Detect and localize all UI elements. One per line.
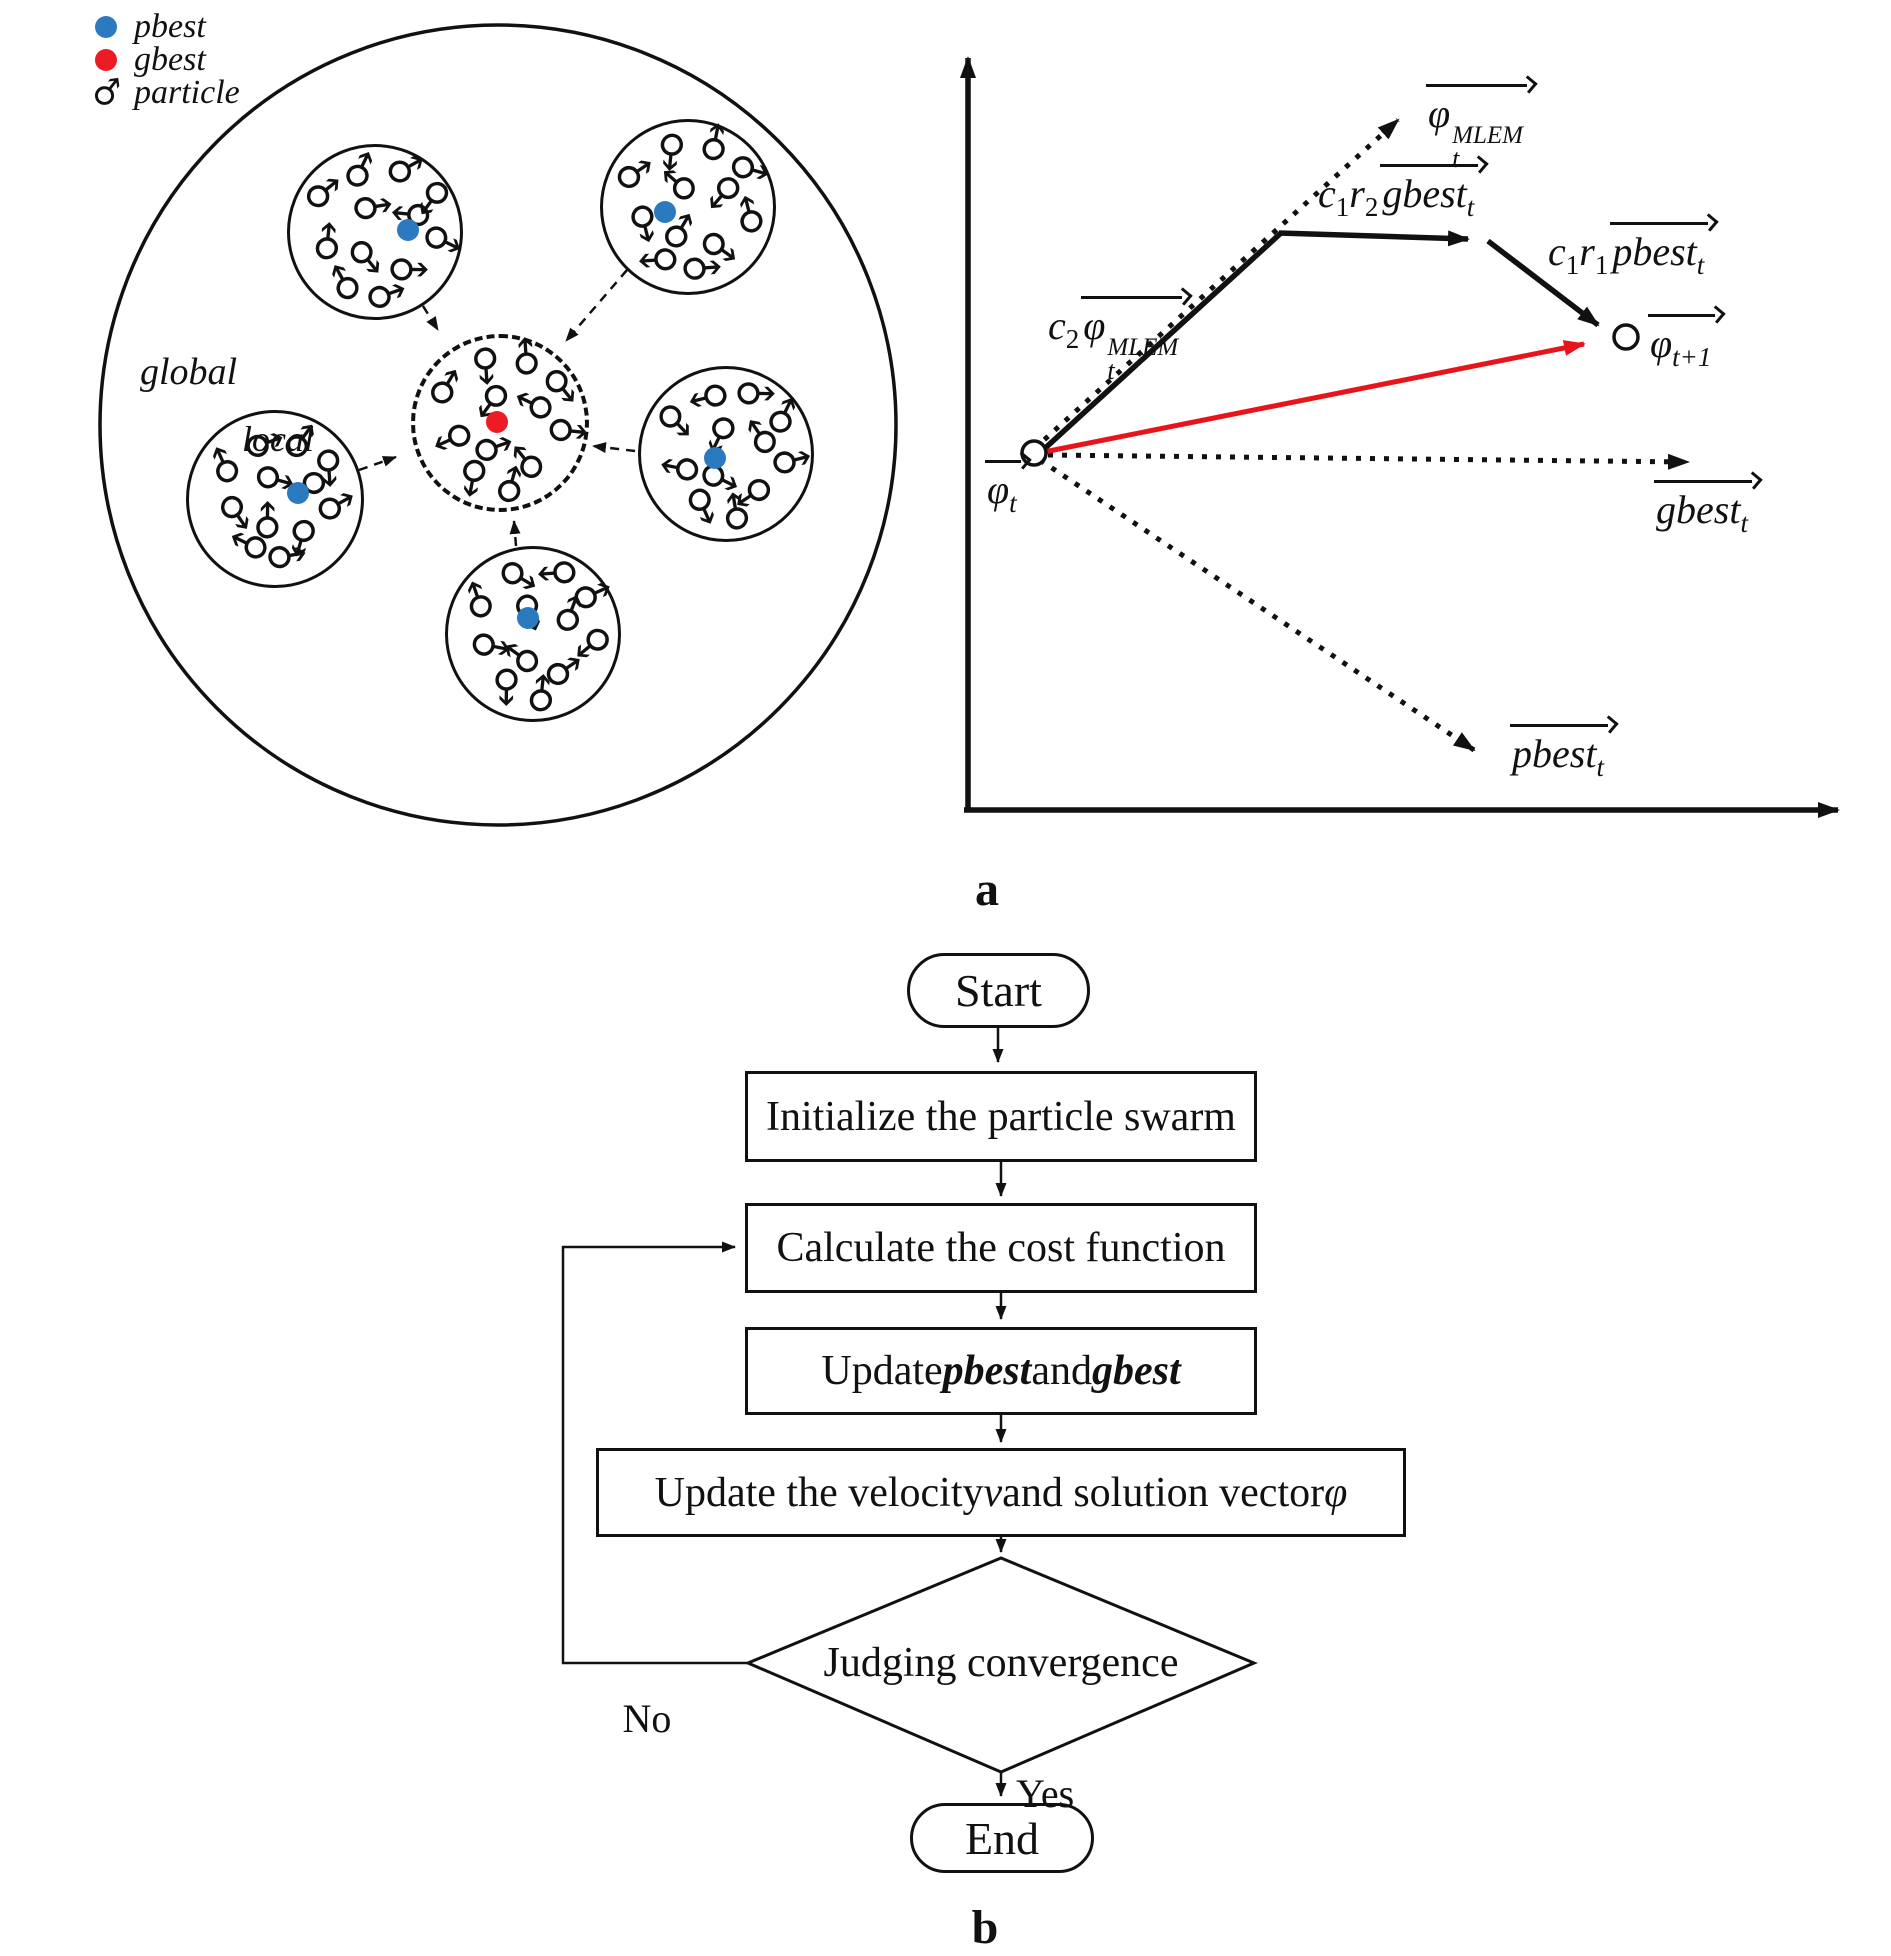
flow-start-terminator: Start — [907, 953, 1090, 1028]
label-phi-t1: φt+1 — [1646, 310, 1727, 373]
flow-judging-convergence-label: Judging convergence — [823, 1640, 1179, 1686]
edge-label-no: No — [622, 1696, 672, 1741]
legend: pbest gbest ♂ particle — [89, 7, 240, 115]
global-label: global — [140, 351, 238, 393]
particle-icon: ♂ — [89, 70, 126, 115]
flow-update-best-box: Update pbest and gbest — [745, 1327, 1257, 1415]
feedback-no-loop — [561, 1241, 748, 1665]
pbest-dot-icon — [95, 15, 117, 38]
vector-c1r2-gbest — [1278, 230, 1470, 247]
connector-right — [592, 442, 636, 453]
flow-cost-function-box: Calculate the cost function — [745, 1203, 1257, 1293]
vector-gbest-dotted — [1047, 452, 1690, 470]
vector-c1r1-pbest — [1486, 238, 1600, 328]
gbest-dot — [486, 411, 508, 433]
flow-initialize-box: Initialize the particle swarm — [745, 1071, 1257, 1162]
pbest-dot — [704, 447, 726, 469]
swarm-circle-local-bottom — [445, 546, 621, 722]
label-pbest-t: pbestt — [1508, 720, 1620, 783]
caption-b: b — [971, 1901, 999, 1954]
pbest-dot — [397, 219, 419, 241]
legend-label-particle: particle — [134, 73, 240, 111]
flow-end-terminator: End — [910, 1803, 1094, 1873]
global-boundary-circle — [98, 23, 898, 827]
legend-row-pbest: pbest — [92, 7, 240, 45]
legend-row-particle: ♂ particle — [89, 70, 240, 115]
particle-icon: ♂ — [649, 402, 696, 438]
connector-left — [358, 455, 397, 472]
pbest-dot — [517, 607, 539, 629]
particle-icon: ♂ — [611, 149, 655, 201]
connector-top-left — [421, 305, 440, 331]
swarm-circle-local-top-right — [600, 119, 776, 295]
particle-icon: ♂ — [302, 169, 342, 219]
label-gbest-t: gbestt — [1652, 476, 1764, 539]
decision-diamond — [744, 1556, 1258, 1774]
vector-phi-mlem-dotted — [1032, 118, 1400, 451]
connector-top-right — [565, 269, 628, 342]
point-phi-t1 — [1612, 323, 1640, 351]
legend-label-gbest: gbest — [134, 40, 206, 78]
gbest-dot-icon — [95, 48, 117, 71]
particle-icon: ♂ — [656, 165, 706, 205]
swarm-circle-global-best-group — [411, 334, 589, 512]
edge-label-yes: Yes — [1016, 1771, 1075, 1816]
flow-update-velocity-box: Update the velocity v and solution vecto… — [596, 1448, 1406, 1537]
vector-pbest-dotted — [1038, 457, 1476, 753]
swarm-circle-local-right — [638, 366, 814, 542]
swarm-circle-local-left — [186, 410, 364, 588]
legend-label-pbest: pbest — [134, 7, 206, 45]
swarm-circle-local-top-left — [287, 144, 463, 320]
legend-row-gbest: gbest — [92, 40, 240, 78]
connector-bottom — [509, 520, 521, 547]
vector-phi-t1-red — [1043, 340, 1586, 455]
pbest-dot — [654, 201, 676, 223]
label-phi-t: φt — [983, 456, 1033, 519]
caption-a: a — [975, 863, 999, 916]
pbest-dot — [287, 482, 309, 504]
